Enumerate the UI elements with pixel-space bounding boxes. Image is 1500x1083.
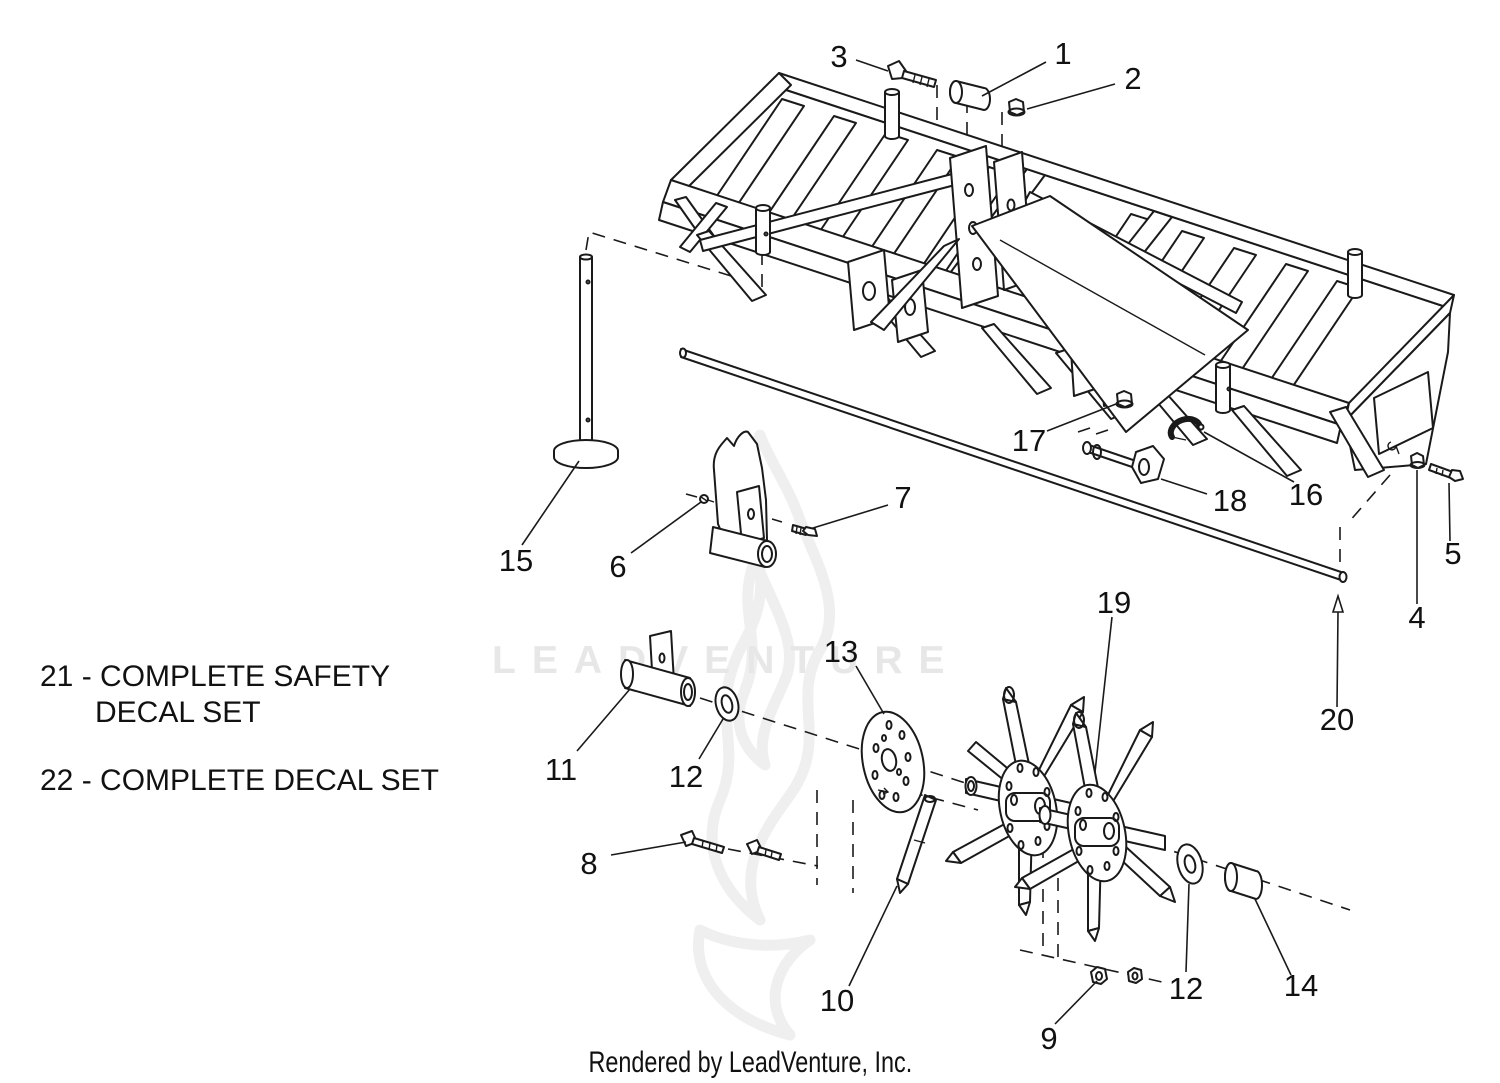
watermark-text: LEADVENTURE <box>492 639 961 682</box>
axle-rod <box>679 347 1348 583</box>
callout-6: 6 <box>609 549 626 584</box>
tine-roller-assembly <box>620 630 1263 985</box>
callout-18: 18 <box>1213 483 1247 518</box>
callouts: 1 2 3 4 5 6 7 8 9 10 11 12 12 13 14 15 1… <box>499 36 1462 1056</box>
callout-20: 20 <box>1320 702 1354 737</box>
bracket-assembly <box>699 430 818 568</box>
note-21-line1: 21 - COMPLETE SAFETY <box>40 660 390 693</box>
callout-4: 4 <box>1408 600 1425 635</box>
callout-3: 3 <box>830 39 847 74</box>
callout-16: 16 <box>1289 477 1323 512</box>
callout-12a: 12 <box>669 759 703 794</box>
leadventure-watermark: LEADVENTURE <box>492 429 961 1041</box>
callout-11: 11 <box>545 752 577 787</box>
note-22: 22 - COMPLETE DECAL SET <box>40 764 439 797</box>
note-21-line2: DECAL SET <box>95 696 261 729</box>
frame-assembly <box>658 72 1455 478</box>
footer-text: Rendered by LeadVenture, Inc. <box>588 1045 912 1078</box>
callout-15: 15 <box>499 543 533 578</box>
callout-5: 5 <box>1444 536 1461 571</box>
jack-stand <box>553 253 619 469</box>
hardware-top <box>887 60 1026 117</box>
callout-1: 1 <box>1054 36 1071 71</box>
callout-17: 17 <box>1012 423 1046 458</box>
leader-lines <box>521 59 1451 1025</box>
callout-2: 2 <box>1124 61 1141 96</box>
callout-13: 13 <box>824 634 858 669</box>
decal-notes: 21 - COMPLETE SAFETY DECAL SET 22 - COMP… <box>40 660 439 797</box>
callout-9: 9 <box>1040 1021 1057 1056</box>
hardware-mid <box>1082 390 1205 484</box>
callout-19: 19 <box>1097 585 1131 620</box>
callout-7: 7 <box>894 480 911 515</box>
callout-8: 8 <box>580 846 597 881</box>
callout-10: 10 <box>820 983 854 1018</box>
hardware-right <box>1409 452 1464 482</box>
callout-12b: 12 <box>1169 971 1203 1006</box>
callout-14: 14 <box>1284 968 1318 1003</box>
